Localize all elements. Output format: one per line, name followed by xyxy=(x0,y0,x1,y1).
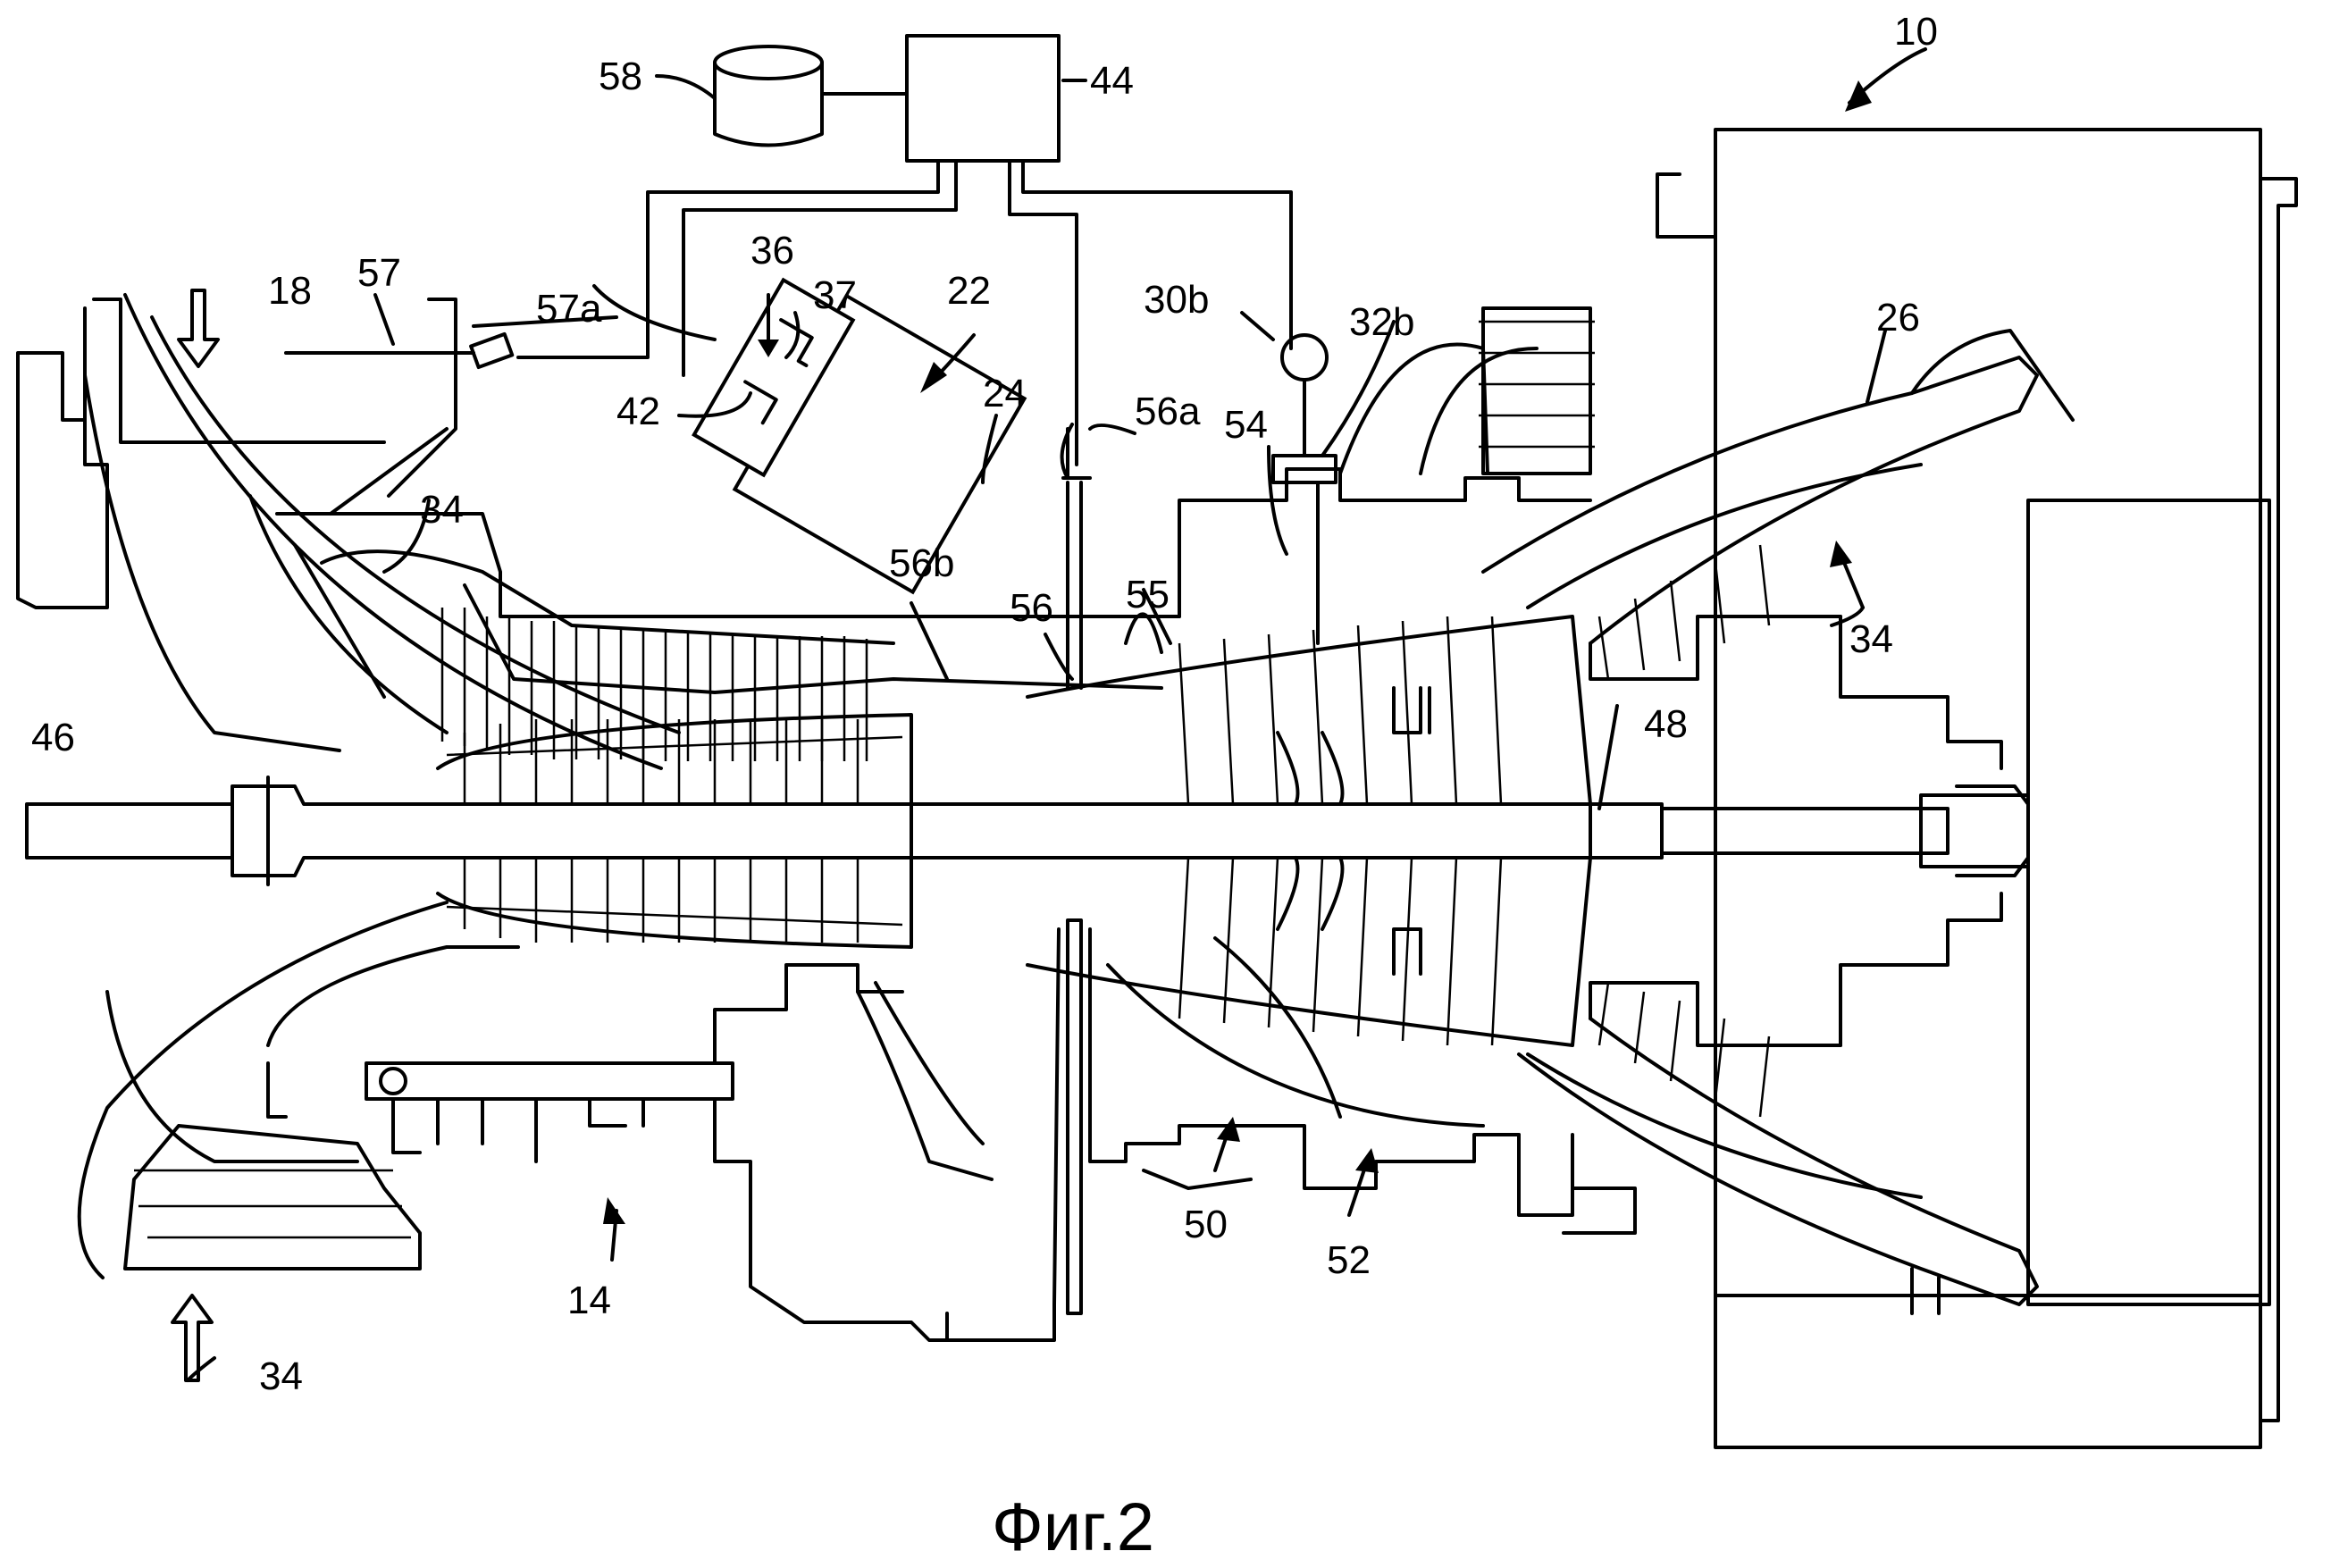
control-lines xyxy=(516,159,1293,466)
label-34-exhaust: 34 xyxy=(1849,617,1893,661)
inflow-arrow-18 xyxy=(177,289,220,368)
pointer-arrow-36 xyxy=(758,293,779,357)
label-50: 50 xyxy=(1184,1203,1228,1246)
label-56: 56 xyxy=(1010,586,1053,630)
label-48: 48 xyxy=(1644,702,1688,746)
combustor xyxy=(692,277,1027,595)
pointer-arrow-10 xyxy=(1845,47,1927,112)
label-55: 55 xyxy=(1126,573,1170,616)
inflow-arrow-34 xyxy=(171,1294,214,1382)
reference-labels: 10 14 18 22 24 26 30b 32b 34 34 34 36 37… xyxy=(31,10,1938,1398)
inlet-plenum xyxy=(77,373,520,1279)
heat-exchanger xyxy=(1479,306,1595,475)
rotor-shaft xyxy=(25,776,2030,886)
label-34-compressor: 34 xyxy=(420,488,464,532)
label-32b: 32b xyxy=(1349,300,1414,344)
label-10: 10 xyxy=(1894,10,1938,54)
exhaust-housing xyxy=(1656,128,2298,1449)
label-42: 42 xyxy=(616,390,660,433)
sensor-57 xyxy=(284,331,515,370)
pointer-arrow-22 xyxy=(920,333,976,393)
label-54: 54 xyxy=(1224,403,1268,447)
label-57a: 57a xyxy=(536,287,602,331)
label-52: 52 xyxy=(1327,1238,1371,1282)
pointer-arrow-14 xyxy=(603,1197,625,1262)
pointer-arrow-34-exhaust xyxy=(1830,541,1865,609)
probe-56 xyxy=(1060,423,1092,690)
turbine-section xyxy=(1026,615,1592,1047)
label-56a: 56a xyxy=(1135,390,1201,433)
label-24: 24 xyxy=(983,372,1027,415)
pointer-arrow-52 xyxy=(1347,1148,1379,1217)
label-46: 46 xyxy=(31,716,75,759)
storage-cylinder xyxy=(713,45,824,147)
figure-caption: Фиг.2 xyxy=(992,1489,1154,1565)
compressor-blades-upper xyxy=(440,608,868,761)
label-26: 26 xyxy=(1876,296,1920,340)
controller-box xyxy=(905,34,1061,163)
label-44: 44 xyxy=(1090,59,1134,103)
engine-casing-lower xyxy=(365,918,1637,1342)
engine-casing-upper xyxy=(16,293,1592,770)
label-14: 14 xyxy=(567,1279,611,1322)
label-22: 22 xyxy=(947,269,991,313)
leader-lines xyxy=(186,74,1887,1382)
label-37: 37 xyxy=(813,273,857,317)
pointer-arrow-50 xyxy=(1213,1117,1240,1172)
label-30b: 30b xyxy=(1144,278,1209,322)
label-36: 36 xyxy=(750,229,794,273)
label-34-bottom: 34 xyxy=(259,1354,303,1398)
compressor-drum xyxy=(436,713,913,949)
exhaust-diffuser xyxy=(1481,329,2075,1315)
label-18: 18 xyxy=(268,269,312,313)
label-58: 58 xyxy=(599,55,642,98)
sensor-30b xyxy=(1271,333,1337,645)
label-57: 57 xyxy=(357,251,401,295)
label-56b: 56b xyxy=(889,541,954,585)
